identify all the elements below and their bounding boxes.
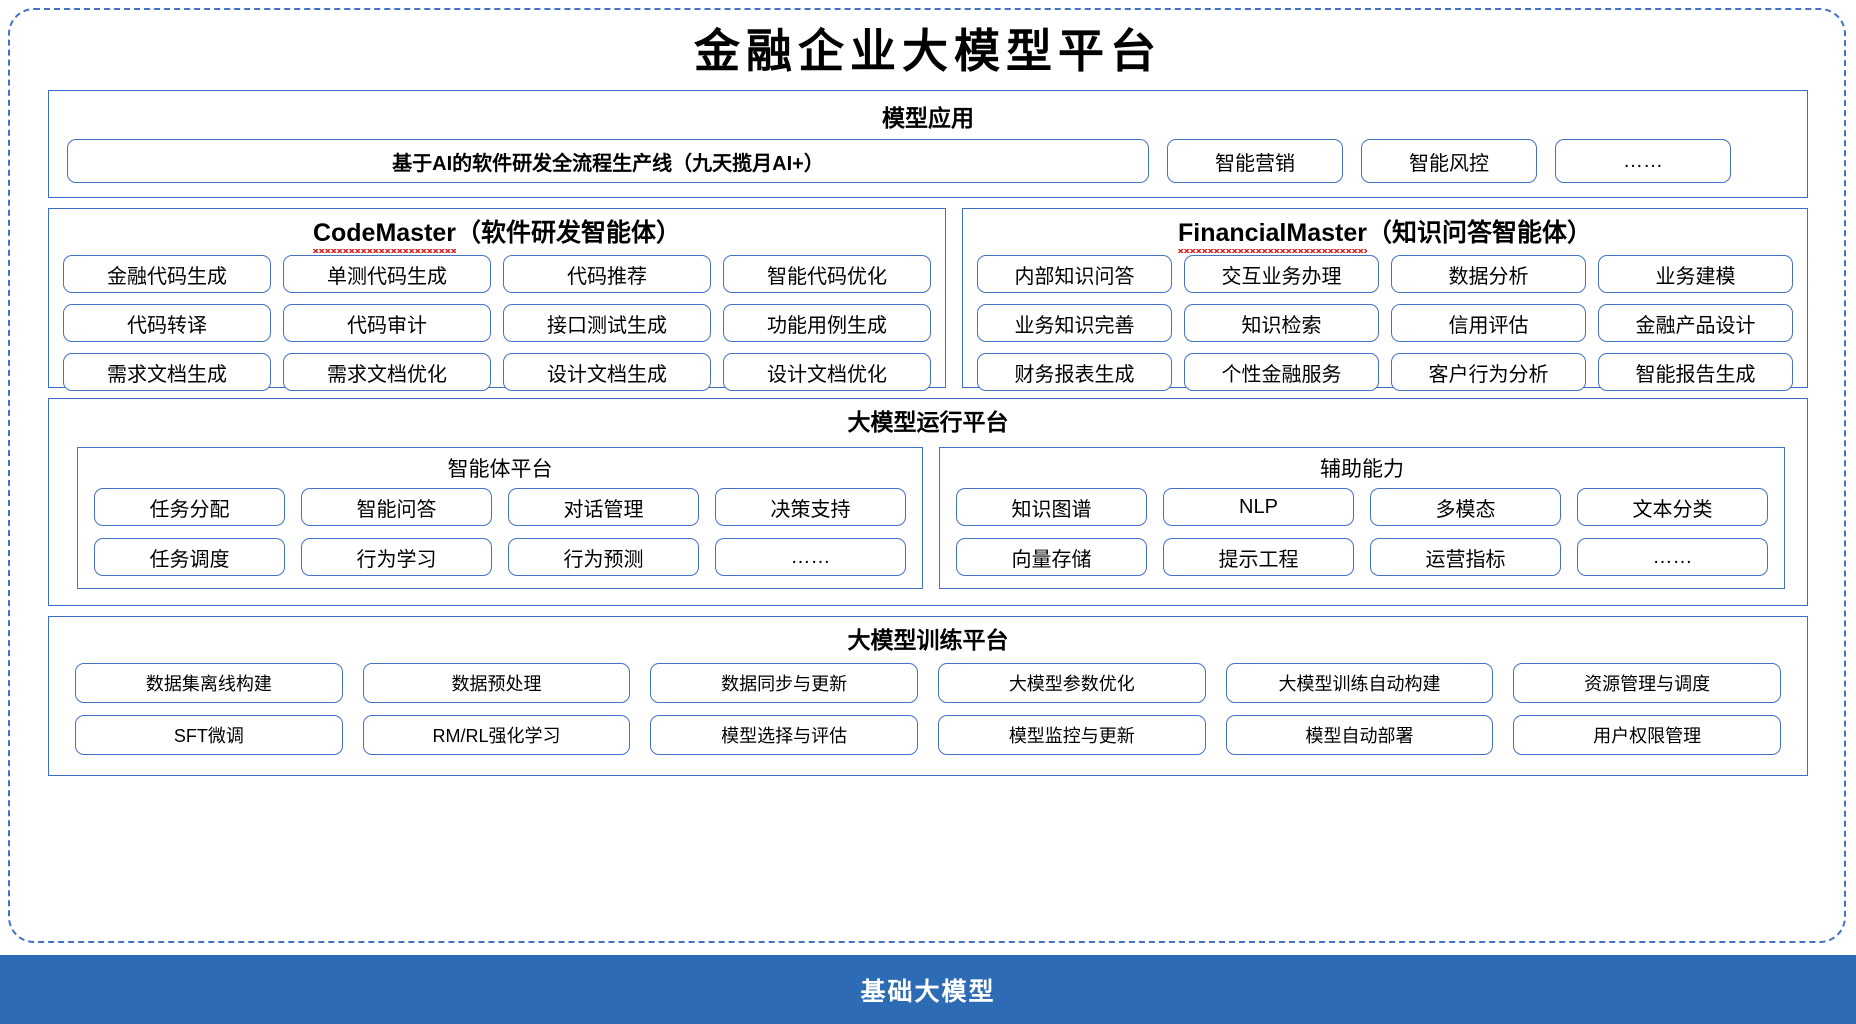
base-model-bar: 基础大模型 — [0, 955, 1856, 1024]
code-master-heading: CodeMaster（软件研发智能体） — [49, 219, 945, 253]
agentplat-item-7[interactable]: …… — [715, 538, 906, 576]
code-item-10[interactable]: 设计文档生成 — [503, 353, 711, 391]
subsection-auxiliary-capability: 辅助能力 知识图谱 NLP 多模态 文本分类 向量存储 提示工程 运营指标 …… — [939, 447, 1785, 589]
app-item-smart-marketing[interactable]: 智能营销 — [1167, 139, 1343, 183]
app-item-ai-pipeline[interactable]: 基于AI的软件研发全流程生产线（九天揽月AI+） — [67, 139, 1149, 183]
subsection-title-auxiliary-capability: 辅助能力 — [1320, 458, 1404, 481]
base-model-label: 基础大模型 — [860, 977, 996, 1006]
agentplat-item-5[interactable]: 行为学习 — [301, 538, 492, 576]
train-item-1[interactable]: 数据预处理 — [362, 663, 631, 703]
financial-master-heading: FinancialMaster（知识问答智能体） — [963, 219, 1807, 253]
aux-item-5[interactable]: 提示工程 — [1163, 538, 1354, 576]
financial-master-name: FinancialMaster — [1178, 219, 1367, 253]
section-title-model-application: 模型应用 — [882, 105, 974, 131]
code-item-5[interactable]: 代码审计 — [283, 304, 491, 342]
agentplat-item-1[interactable]: 智能问答 — [301, 488, 492, 526]
fin-item-9[interactable]: 个性金融服务 — [1184, 353, 1379, 391]
code-item-9[interactable]: 需求文档优化 — [283, 353, 491, 391]
training-platform-items: 数据集离线构建 数据预处理 数据同步与更新 大模型参数优化 大模型训练自动构建 … — [75, 663, 1781, 755]
fin-item-3[interactable]: 业务建模 — [1598, 255, 1793, 293]
subsection-title-agent-platform: 智能体平台 — [447, 458, 553, 481]
financial-master-suffix: （知识问答智能体） — [1366, 219, 1592, 247]
agentplat-item-2[interactable]: 对话管理 — [508, 488, 699, 526]
page-title: 金融企业大模型平台 — [694, 26, 1162, 77]
train-item-8[interactable]: 模型选择与评估 — [650, 715, 918, 755]
fin-item-6[interactable]: 信用评估 — [1391, 304, 1586, 342]
train-item-7[interactable]: RM/RL强化学习 — [362, 715, 631, 755]
section-title-runtime-platform: 大模型运行平台 — [847, 409, 1009, 435]
code-item-0[interactable]: 金融代码生成 — [63, 255, 271, 293]
train-item-11[interactable]: 用户权限管理 — [1513, 715, 1781, 755]
train-item-6[interactable]: SFT微调 — [75, 715, 343, 755]
code-item-8[interactable]: 需求文档生成 — [63, 353, 271, 391]
section-financial-master: FinancialMaster（知识问答智能体） 内部知识问答 交互业务办理 数… — [962, 208, 1808, 391]
code-master-suffix: （软件研发智能体） — [456, 219, 682, 247]
section-title-training-platform: 大模型训练平台 — [847, 627, 1009, 653]
agent-platform-items: 任务分配 智能问答 对话管理 决策支持 任务调度 行为学习 行为预测 …… — [94, 488, 906, 576]
agentplat-item-6[interactable]: 行为预测 — [508, 538, 699, 576]
code-master-items: 金融代码生成 单测代码生成 代码推荐 智能代码优化 代码转译 代码审计 接口测试… — [63, 255, 931, 391]
financial-master-items: 内部知识问答 交互业务办理 数据分析 业务建模 业务知识完善 知识检索 信用评估… — [977, 255, 1793, 391]
app-item-more[interactable]: …… — [1555, 139, 1731, 183]
agentplat-item-4[interactable]: 任务调度 — [94, 538, 285, 576]
aux-item-0[interactable]: 知识图谱 — [956, 488, 1147, 526]
fin-item-7[interactable]: 金融产品设计 — [1598, 304, 1793, 342]
train-item-4[interactable]: 大模型训练自动构建 — [1225, 663, 1494, 703]
train-item-0[interactable]: 数据集离线构建 — [75, 663, 343, 703]
fin-item-10[interactable]: 客户行为分析 — [1391, 353, 1586, 391]
train-item-2[interactable]: 数据同步与更新 — [650, 663, 918, 703]
aux-item-3[interactable]: 文本分类 — [1577, 488, 1768, 526]
code-master-name: CodeMaster — [312, 219, 457, 253]
agentplat-item-3[interactable]: 决策支持 — [715, 488, 906, 526]
code-item-4[interactable]: 代码转译 — [63, 304, 271, 342]
section-training-platform: 大模型训练平台 数据集离线构建 数据预处理 数据同步与更新 大模型参数优化 大模… — [48, 616, 1808, 776]
aux-item-4[interactable]: 向量存储 — [956, 538, 1147, 576]
train-item-5[interactable]: 资源管理与调度 — [1513, 663, 1781, 703]
section-code-master: CodeMaster（软件研发智能体） 金融代码生成 单测代码生成 代码推荐 智… — [48, 208, 946, 391]
fin-item-11[interactable]: 智能报告生成 — [1598, 353, 1793, 391]
fin-item-1[interactable]: 交互业务办理 — [1184, 255, 1379, 293]
train-item-10[interactable]: 模型自动部署 — [1225, 715, 1494, 755]
fin-item-2[interactable]: 数据分析 — [1391, 255, 1586, 293]
code-item-11[interactable]: 设计文档优化 — [723, 353, 931, 391]
subsection-agent-platform: 智能体平台 任务分配 智能问答 对话管理 决策支持 任务调度 行为学习 行为预测… — [77, 447, 923, 589]
section-runtime-platform: 大模型运行平台 智能体平台 任务分配 智能问答 对话管理 决策支持 任务调度 行… — [48, 398, 1808, 606]
code-item-3[interactable]: 智能代码优化 — [723, 255, 931, 293]
code-item-7[interactable]: 功能用例生成 — [723, 304, 931, 342]
fin-item-8[interactable]: 财务报表生成 — [977, 353, 1172, 391]
train-item-3[interactable]: 大模型参数优化 — [937, 663, 1206, 703]
train-item-9[interactable]: 模型监控与更新 — [937, 715, 1206, 755]
fin-item-5[interactable]: 知识检索 — [1184, 304, 1379, 342]
code-item-2[interactable]: 代码推荐 — [503, 255, 711, 293]
agentplat-item-0[interactable]: 任务分配 — [94, 488, 285, 526]
fin-item-0[interactable]: 内部知识问答 — [977, 255, 1172, 293]
code-item-1[interactable]: 单测代码生成 — [283, 255, 491, 293]
aux-item-1[interactable]: NLP — [1163, 488, 1354, 526]
fin-item-4[interactable]: 业务知识完善 — [977, 304, 1172, 342]
auxiliary-items: 知识图谱 NLP 多模态 文本分类 向量存储 提示工程 运营指标 …… — [956, 488, 1768, 576]
aux-item-2[interactable]: 多模态 — [1370, 488, 1561, 526]
app-item-smart-risk-control[interactable]: 智能风控 — [1361, 139, 1537, 183]
aux-item-7[interactable]: …… — [1577, 538, 1768, 576]
aux-item-6[interactable]: 运营指标 — [1370, 538, 1561, 576]
model-application-items: 基于AI的软件研发全流程生产线（九天揽月AI+） 智能营销 智能风控 …… — [67, 139, 1791, 183]
code-item-6[interactable]: 接口测试生成 — [503, 304, 711, 342]
outer-dashed-frame — [8, 8, 1846, 943]
section-model-application: 模型应用 基于AI的软件研发全流程生产线（九天揽月AI+） 智能营销 智能风控 … — [48, 90, 1808, 198]
